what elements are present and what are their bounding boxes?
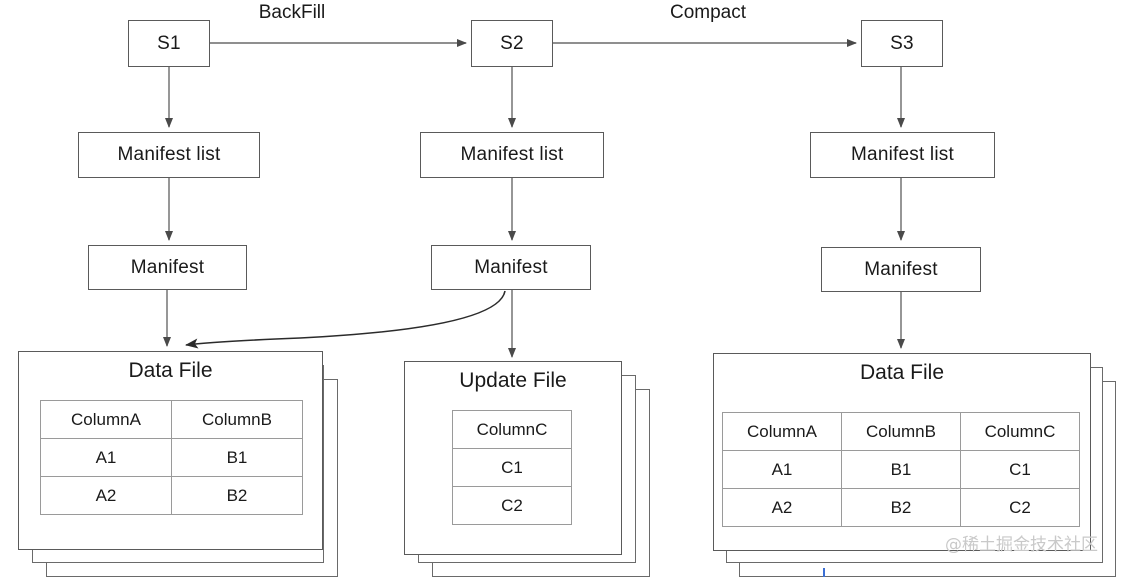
snapshot-node-s3[interactable]: S3 xyxy=(861,20,943,67)
table-header-row: ColumnC xyxy=(452,410,572,449)
table-cell: C1 xyxy=(960,450,1080,489)
column-header-cell: ColumnC xyxy=(452,410,572,449)
table-cell: A1 xyxy=(722,450,842,489)
table-cell: C1 xyxy=(452,448,572,487)
snapshot-node-s1[interactable]: S1 xyxy=(128,20,210,67)
table-row: C2 xyxy=(452,486,572,525)
manifest-node-2[interactable]: Manifest xyxy=(431,245,591,290)
edge-label-backfill: BackFill xyxy=(258,2,326,23)
edge-manifest2-to-datafile1-curve xyxy=(185,290,506,349)
column-header-cell: ColumnA xyxy=(40,400,172,439)
manifest-list-node-3[interactable]: Manifest list xyxy=(810,132,995,178)
table-cell: B1 xyxy=(841,450,961,489)
column-header-cell: ColumnA xyxy=(722,412,842,451)
data-file-title-1: Data File xyxy=(128,359,213,382)
table-cell: C2 xyxy=(452,486,572,525)
watermark-text: @稀土掘金技术社区 xyxy=(945,535,1098,555)
table-cell: B2 xyxy=(841,488,961,527)
data-file-title-3: Data File xyxy=(859,361,945,384)
manifest-node-1[interactable]: Manifest xyxy=(88,245,247,290)
table-cell: B2 xyxy=(171,476,303,515)
table-cell: C2 xyxy=(960,488,1080,527)
table-cell: A1 xyxy=(40,438,172,477)
table-row: C1 xyxy=(452,448,572,487)
edge-label-compact: Compact xyxy=(669,2,747,23)
table-cell: A2 xyxy=(722,488,842,527)
column-header-cell: ColumnC xyxy=(960,412,1080,451)
snapshot-node-s2[interactable]: S2 xyxy=(471,20,553,67)
column-header-cell: ColumnB xyxy=(171,400,303,439)
manifest-list-node-2[interactable]: Manifest list xyxy=(420,132,604,178)
update-file-title-2: Update File xyxy=(459,369,567,392)
manifest-node-3[interactable]: Manifest xyxy=(821,247,981,292)
column-header-cell: ColumnB xyxy=(841,412,961,451)
blue-tick-mark xyxy=(823,568,825,577)
table-cell: A2 xyxy=(40,476,172,515)
manifest-list-node-1[interactable]: Manifest list xyxy=(78,132,260,178)
table-cell: B1 xyxy=(171,438,303,477)
